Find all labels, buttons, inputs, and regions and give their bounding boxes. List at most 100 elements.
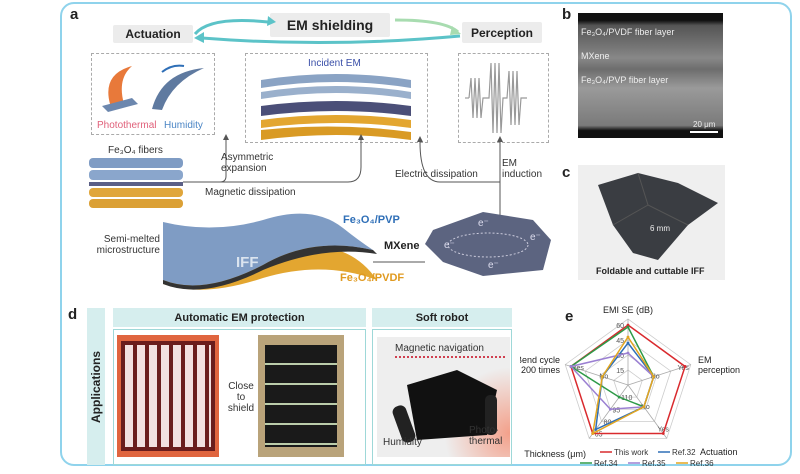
data-point — [652, 375, 656, 379]
actuation-tag: Actuation — [113, 25, 193, 43]
figure-frame — [60, 2, 792, 466]
sem-image: Fe₃O₄/PVDF fiber layer MXene Fe₃O₄/PVP f… — [578, 13, 723, 138]
navigation-arrow — [395, 356, 505, 358]
humidity-label: Humidity — [164, 120, 203, 131]
em-induction-label: EM induction — [502, 158, 543, 180]
auto-em-box — [113, 329, 366, 465]
robot-illustration — [392, 370, 497, 443]
auto-em-header: Automatic EM protection — [113, 308, 366, 327]
axis-label: EMI SE (dB) — [603, 305, 653, 315]
axis-line — [565, 364, 629, 386]
panel-a-label: a — [70, 6, 79, 23]
bending-film-icons — [102, 64, 204, 112]
em-shielding-tag: EM shielding — [270, 13, 390, 37]
pvdf-label: Fe₃O₄/PVDF — [340, 272, 405, 284]
scale-bar-label: 20 μm — [693, 120, 716, 129]
data-point — [626, 325, 630, 329]
electron-label: e⁻ — [530, 232, 541, 243]
tick-label: No — [641, 404, 650, 411]
scale-label: 6 mm — [650, 224, 670, 233]
tick-label: Yes — [657, 427, 669, 434]
tick-label: Yes — [677, 365, 689, 372]
series-line-ref34 — [569, 325, 655, 408]
em-shielding-illustration: Incident EM — [245, 53, 428, 143]
humidity-label: Humidity — [383, 437, 422, 448]
tick-label: Yes — [573, 365, 585, 372]
tick-label: 45 — [616, 338, 624, 345]
grid-ring — [564, 318, 692, 439]
pvdf-layer-label: Fe₃O₄/PVDF fiber layer — [581, 27, 675, 37]
photothermal-label: Photothermal — [97, 120, 157, 131]
scale-bar — [690, 131, 718, 133]
tick-label: 80 — [604, 419, 612, 426]
tick-label: 110 — [621, 395, 632, 402]
mxene-label: MXene — [384, 240, 420, 252]
axis-label: Thickness (μm) — [524, 449, 586, 459]
tick-label: No — [651, 374, 660, 381]
data-point — [626, 323, 630, 327]
photothermal-label: Photo-thermal — [469, 425, 503, 447]
panel-d-label: d — [68, 306, 78, 323]
grid-ring — [584, 339, 672, 422]
tick-label: 95 — [612, 407, 620, 414]
soft-robot-header: Soft robot — [372, 308, 512, 327]
mechanism-arrows — [183, 134, 503, 242]
open-shield-photo — [117, 335, 219, 457]
series-line-ref35 — [569, 352, 655, 411]
asymmetric-expansion-label: Asymmetric expansion — [221, 152, 274, 174]
actuation-illustration: Photothermal Humidity — [91, 53, 215, 135]
data-point — [600, 375, 604, 379]
soft-robot-photo: Magnetic navigation Humidity Photo-therm… — [377, 337, 510, 457]
data-point — [591, 432, 595, 435]
data-point — [626, 351, 630, 355]
magnetic-navigation-label: Magnetic navigation — [395, 343, 484, 354]
iff-label: IFF — [236, 254, 259, 271]
mxene-layer-label: MXene — [581, 51, 610, 61]
applications-bar: Applications — [87, 308, 105, 465]
tick-label: No — [599, 374, 608, 381]
panel-c-label: c — [562, 164, 571, 181]
electron-label: e⁻ — [478, 218, 489, 229]
data-point — [569, 365, 573, 368]
close-to-shield-label: Close to shield — [227, 381, 255, 414]
electron-label: e⁻ — [444, 240, 455, 251]
pvp-layer-label: Fe₃O₄/PVP fiber layer — [581, 75, 669, 85]
fiber-stack-illustration — [89, 158, 183, 208]
legend-label: Ref.36 — [690, 459, 714, 468]
tick-label: 30 — [616, 353, 624, 360]
axis-label: Actuation — [700, 447, 738, 457]
soft-robot-box — [372, 329, 512, 465]
applications-label: Applications — [89, 350, 104, 423]
incident-em-label: Incident EM — [308, 58, 361, 69]
series-line-ref36 — [591, 335, 655, 435]
caption: Foldable and cuttable IFF — [596, 266, 705, 276]
tick-label: 65 — [595, 432, 603, 439]
data-point — [608, 407, 612, 411]
axis-line — [627, 364, 691, 386]
data-point — [626, 335, 630, 339]
iff-film-illustration — [163, 213, 425, 290]
foldable-iff-photo: 6 mm Foldable and cuttable IFF — [578, 165, 725, 280]
legend-label: Ref.35 — [642, 459, 666, 468]
data-point — [642, 405, 646, 409]
data-point — [626, 341, 630, 345]
semi-melted-label: Semi-melted microstructure — [96, 234, 160, 256]
data-point — [661, 432, 665, 435]
folded-film-illustration — [598, 172, 718, 260]
cycle-arrows — [193, 16, 461, 45]
fibers-label: Fe₃O₄ fibers — [108, 145, 163, 156]
legend-label: Ref.32 — [672, 448, 696, 457]
pvp-label: Fe₃O₄/PVP — [343, 214, 400, 226]
data-point — [594, 428, 598, 431]
grid-ring — [613, 369, 643, 398]
waveform-icon — [465, 62, 527, 134]
data-point — [683, 365, 687, 368]
perception-tag: Perception — [462, 22, 542, 43]
panel-e-label: e — [565, 308, 574, 325]
mxene-sheet-illustration — [425, 212, 551, 276]
tick-label: 15 — [616, 368, 624, 375]
perception-signal-illustration — [458, 53, 549, 143]
